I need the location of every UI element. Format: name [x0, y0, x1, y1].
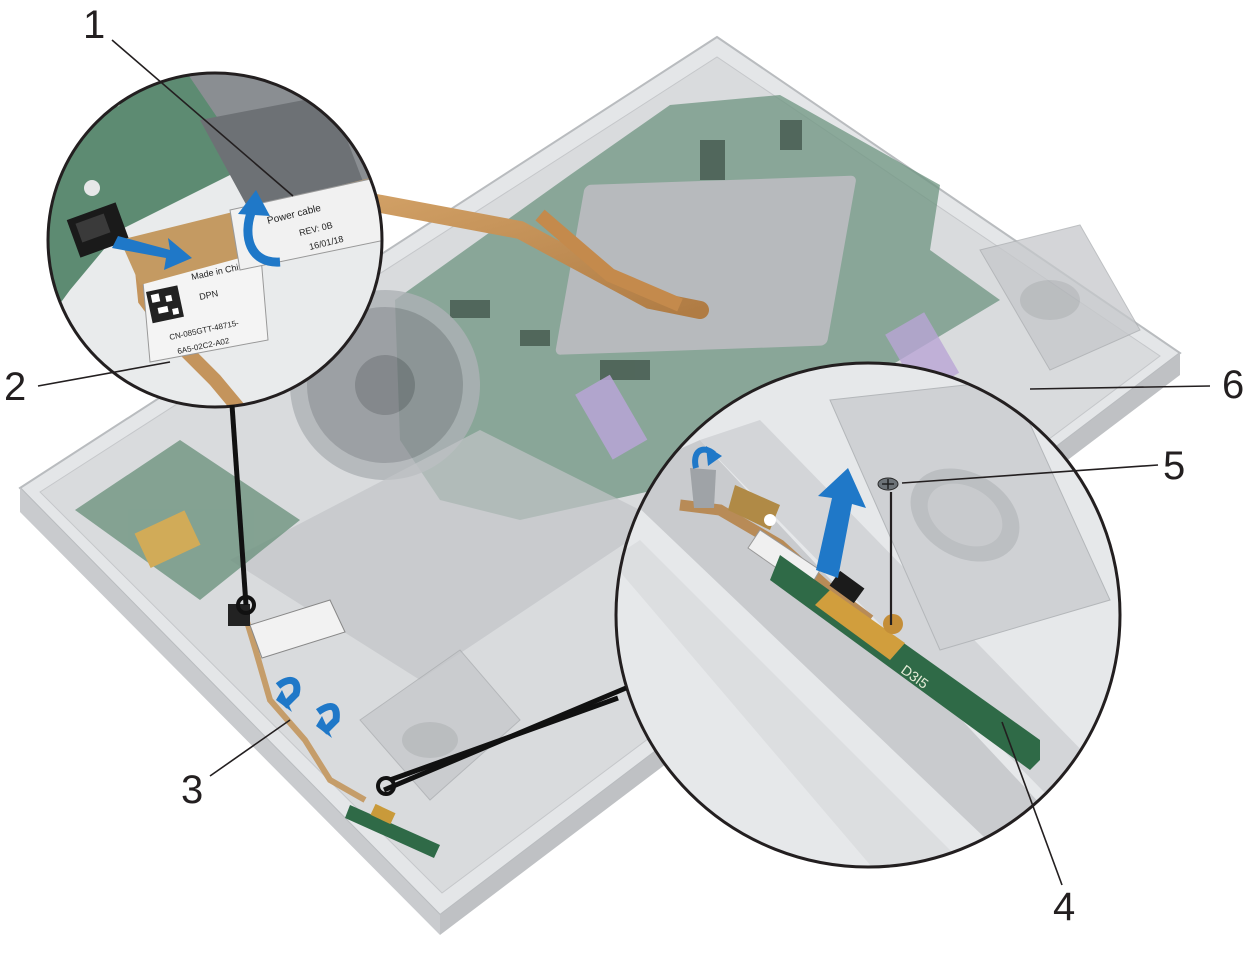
ribbon-cable — [575, 374, 648, 460]
zoom-callout-power-button-board: D3I5 — [614, 361, 1122, 869]
callout-number: 6 — [1222, 363, 1244, 407]
lift-arrow-icon — [816, 468, 866, 578]
callout-leader-5 — [901, 464, 1159, 484]
callout-leader-6 — [1029, 385, 1211, 390]
callout-leader-3 — [209, 719, 291, 777]
label-text: DPN — [198, 288, 219, 302]
cable-label-sticker — [249, 599, 346, 659]
callout-number: 5 — [1163, 444, 1185, 488]
callout-leader-2 — [37, 361, 171, 387]
callout-number: 2 — [4, 365, 26, 409]
remove-arrow-icon — [112, 236, 192, 270]
power-button-cable — [239, 604, 367, 803]
peel-arrow-icon — [238, 190, 281, 267]
remove-arrow-icon — [315, 703, 340, 738]
callout-number: 3 — [181, 768, 203, 812]
zoom-leader-right-b — [389, 695, 619, 783]
speaker-right — [979, 224, 1141, 371]
callout-number: 4 — [1053, 885, 1075, 929]
connector-icon — [66, 202, 130, 258]
power-button-board-small — [345, 803, 440, 858]
callout-leader-1 — [111, 39, 294, 197]
remove-arrow-icon — [692, 446, 722, 469]
callout-number: 1 — [83, 3, 105, 47]
board-silk-text: EC410 — [87, 76, 113, 111]
power-button-cable-connector — [228, 604, 250, 626]
components — [450, 120, 802, 380]
screw-icon — [877, 477, 899, 625]
callout-leader-4 — [1001, 721, 1063, 886]
system-board — [291, 95, 1000, 520]
zoom-callout-cable-disconnect: EC410 CC410 Made in China DPN CN-085GTT- — [46, 71, 384, 409]
zoom-leader-left — [229, 404, 249, 606]
ssd-shield — [555, 175, 856, 355]
remove-arrow-icon — [275, 676, 301, 712]
